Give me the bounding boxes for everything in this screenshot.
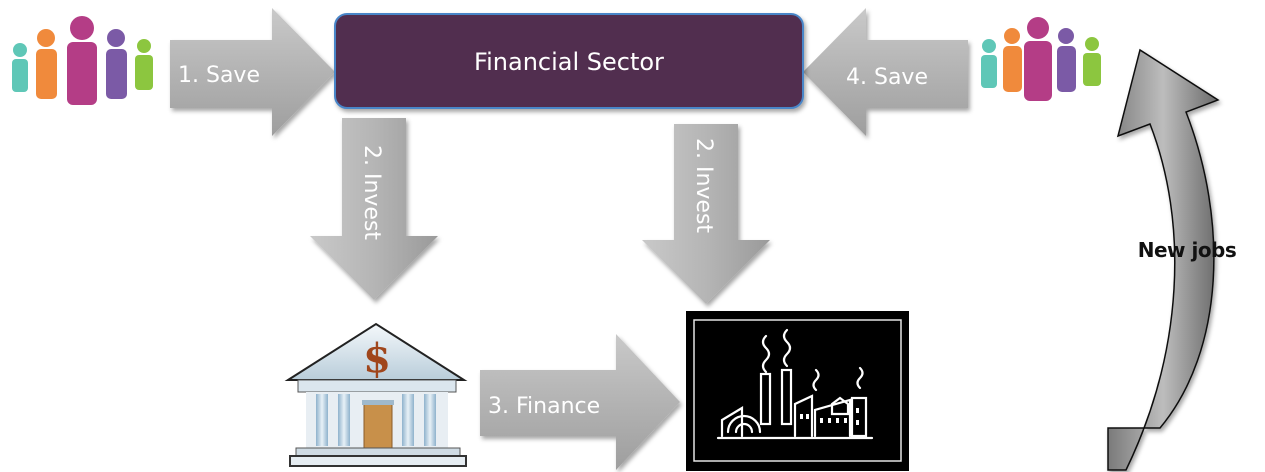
finance-arrow: 3. Finance <box>480 334 680 470</box>
financial-sector-box: Financial Sector <box>334 13 804 109</box>
invest-arrow-left: 2. Invest <box>310 118 438 300</box>
invest-arrow-right: 2. Invest <box>642 124 770 304</box>
invest-arrow-left-label: 2. Invest <box>359 145 384 240</box>
finance-arrow-label: 3. Finance <box>488 394 600 419</box>
bank-dollar-symbol: $ <box>363 335 391 382</box>
invest-arrow-right-label: 2. Invest <box>691 138 716 233</box>
bank-icon: $ <box>284 322 468 467</box>
factory-icon <box>686 311 909 471</box>
new-jobs-label: New jobs <box>1138 238 1237 262</box>
financial-sector-label: Financial Sector <box>474 48 664 76</box>
save-arrow-right: 4. Save <box>803 8 968 136</box>
save-arrow-left-label: 1. Save <box>178 63 260 88</box>
new-jobs-curved-arrow: New jobs <box>1107 48 1237 471</box>
save-arrow-right-label: 4. Save <box>846 65 928 90</box>
savers-group-right-icon <box>981 17 1101 101</box>
save-arrow-left: 1. Save <box>170 8 335 136</box>
savers-group-left-icon <box>12 16 153 105</box>
